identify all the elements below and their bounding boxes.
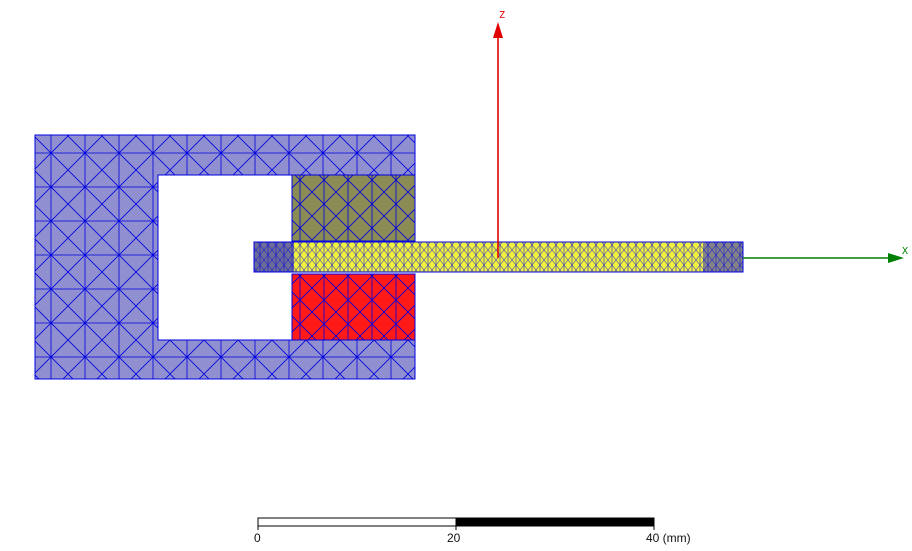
scale-bar — [257, 517, 655, 530]
lower-magnet — [291, 273, 416, 341]
z-axis-label: Z — [499, 10, 506, 21]
scale-tick-20: 20 — [447, 531, 461, 545]
x-axis — [743, 253, 904, 263]
scale-tick-40: 40 (mm) — [646, 531, 691, 545]
core-body — [34, 134, 416, 380]
x-axis-label: X — [902, 246, 909, 257]
upper-magnet — [291, 174, 416, 242]
z-axis — [493, 22, 503, 258]
scale-tick-0: 0 — [254, 531, 261, 545]
